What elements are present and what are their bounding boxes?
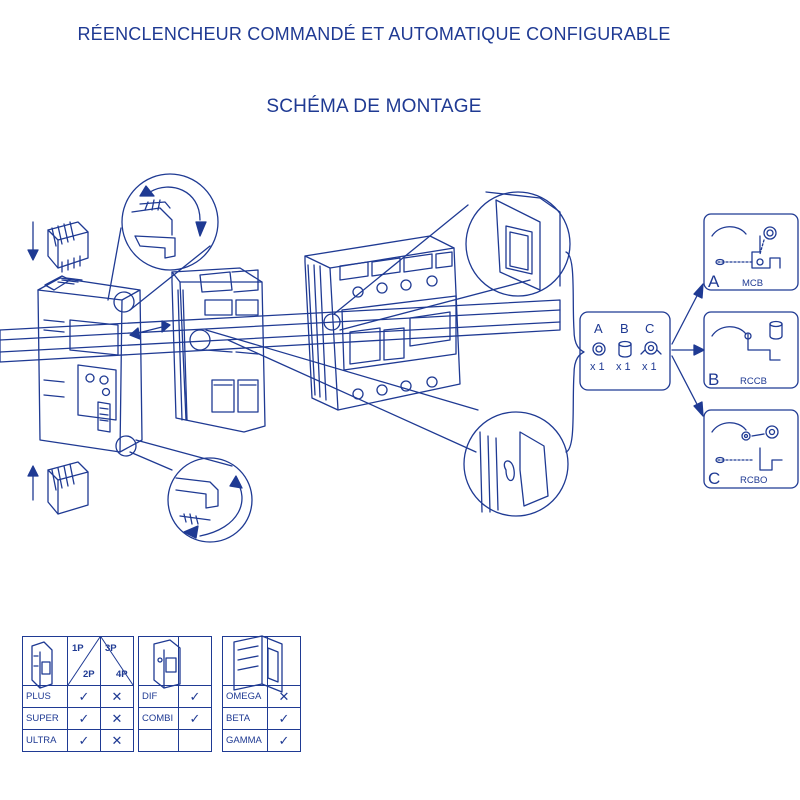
variant-box-c (703, 409, 799, 489)
accessory-qty-b: x 1 (616, 361, 631, 373)
variant-name-b: RCCB (740, 376, 767, 387)
header-3p-4p: 3P 4P (100, 636, 134, 686)
table-row: GAMMA ✓ (222, 729, 301, 752)
accessory-letter-b: B (620, 321, 629, 336)
row-label: OMEGA (222, 685, 268, 708)
check-icon: ✓ (178, 685, 212, 708)
row-label: GAMMA (222, 729, 268, 752)
check-icon: ✓ (267, 707, 301, 730)
detail-magnifier-bottom (115, 435, 253, 543)
header-3p: 3P (105, 643, 117, 654)
detail-magnifier-top (107, 173, 219, 313)
variant-box-b (703, 311, 799, 389)
row-label: PLUS (22, 685, 68, 708)
cross-icon: ✕ (267, 685, 301, 708)
check-icon: ✓ (67, 729, 101, 752)
check-icon: ✓ (67, 685, 101, 708)
row-label: DIF (138, 685, 179, 708)
row-label: ULTRA (22, 729, 68, 752)
table-row: SUPER ✓ ✕ (22, 707, 134, 730)
check-icon: ✓ (67, 707, 101, 730)
accessory-box (579, 311, 671, 391)
check-icon: ✓ (178, 707, 212, 730)
table-row: COMBI ✓ (138, 707, 212, 730)
table-row: PLUS ✓ ✕ (22, 685, 134, 708)
header-2p: 2P (83, 669, 95, 680)
accessory-qty-c: x 1 (642, 361, 657, 373)
table-header-icon-cell (222, 636, 268, 686)
cross-icon: ✕ (100, 729, 134, 752)
accessory-letter-a: A (594, 321, 603, 336)
table-header-icon-cell (22, 636, 68, 686)
brace (565, 251, 585, 453)
table-row: ULTRA ✓ ✕ (22, 729, 134, 752)
row-label: COMBI (138, 707, 179, 730)
header-1p-2p: 1P 2P (67, 636, 101, 686)
variant-letter-a: A (708, 272, 720, 291)
top-connector-icon (27, 221, 89, 273)
compat-table-panels: OMEGA ✕ BETA ✓ GAMMA ✓ (222, 636, 301, 752)
detail-magnifier-lower-right (463, 411, 569, 517)
detail-magnifier-upper-right (465, 191, 571, 297)
cross-icon: ✕ (100, 685, 134, 708)
double-arrow-icon (129, 320, 171, 340)
table-row (138, 729, 212, 752)
variant-name-a: MCB (742, 278, 764, 289)
variant-letter-c: C (708, 469, 721, 488)
table-header-icon-cell (138, 636, 179, 686)
din-rail (0, 299, 561, 363)
table-row: OMEGA ✕ (222, 685, 301, 708)
mcb-module (171, 267, 479, 453)
bottom-connector-icon (27, 461, 89, 515)
recloser-module (37, 275, 143, 453)
empty-cell (178, 729, 212, 752)
table-row: DIF ✓ (138, 685, 212, 708)
variant-box-a (703, 213, 799, 291)
row-label (138, 729, 179, 752)
header-4p: 4P (116, 669, 128, 680)
variant-letter-b: B (708, 370, 720, 389)
row-label: SUPER (22, 707, 68, 730)
accessory-qty-a: x 1 (590, 361, 605, 373)
rcbo-4p-module (304, 204, 531, 411)
compat-table-mcb: 1P 2P 3P 4P PLUS ✓ ✕ SUPER ✓ ✕ ULTRA ✓ ✕ (22, 636, 134, 752)
variant-name-c: RCBO (740, 475, 768, 486)
header-1p: 1P (72, 643, 84, 654)
page-subtitle: SCHÉMA DE MONTAGE (266, 96, 482, 117)
compat-table-dif: DIF ✓ COMBI ✓ (138, 636, 212, 752)
accessory-letter-c: C (645, 321, 655, 336)
variant-arrows (671, 283, 705, 417)
row-label: BETA (222, 707, 268, 730)
cross-icon: ✕ (100, 707, 134, 730)
table-row: BETA ✓ (222, 707, 301, 730)
page-title: RÉENCLENCHEUR COMMANDÉ ET AUTOMATIQUE CO… (77, 24, 671, 44)
check-icon: ✓ (267, 729, 301, 752)
